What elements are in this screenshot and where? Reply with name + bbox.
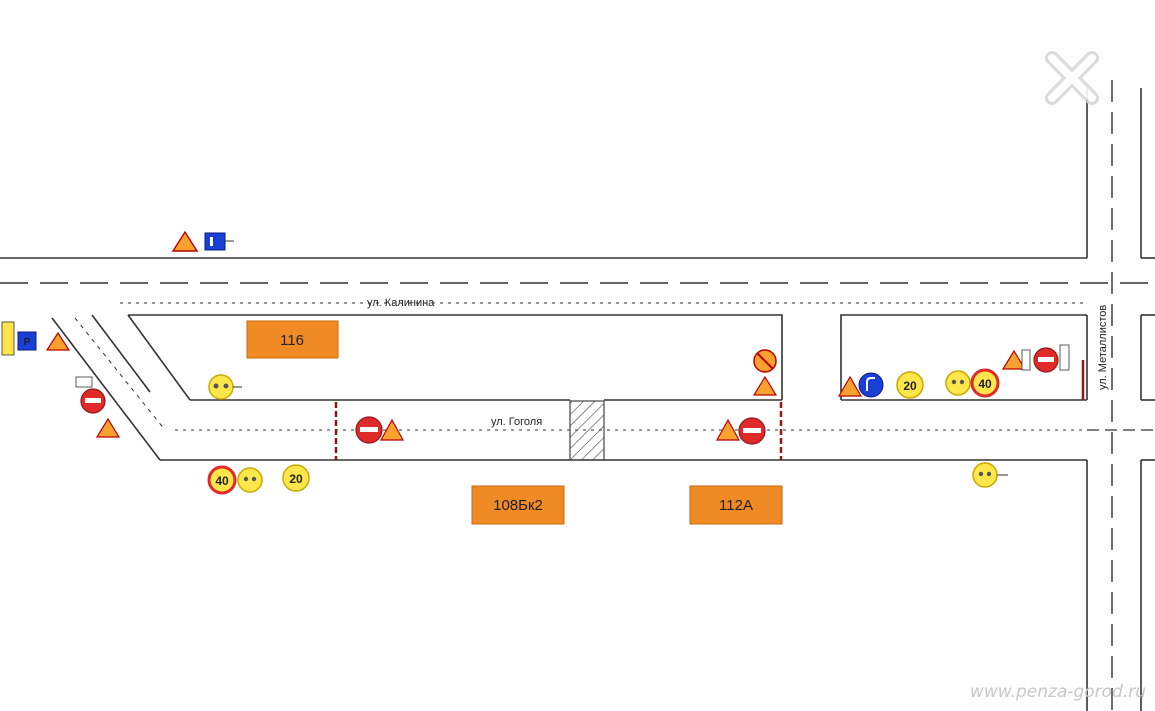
svg-text:40: 40 (215, 474, 229, 488)
block-east-north-edge (840, 314, 1087, 400)
sign-group-east-block: 20 40 (837, 344, 1070, 399)
yellow-plate-sign (1, 321, 15, 356)
end-zone-sign-116 (208, 374, 242, 400)
road-works-sign (1001, 349, 1027, 370)
close-icon[interactable] (1045, 51, 1099, 105)
road-works-sign (379, 418, 405, 441)
sign-group-south-west: 40 20 (207, 464, 310, 495)
sign-group-top-left (171, 230, 234, 252)
speed-limit-sign: 40 (207, 465, 237, 495)
building-label: 108Бк2 (493, 497, 543, 514)
diag-road-edge-right (91, 314, 151, 393)
building-116: 116 (246, 320, 339, 359)
building-108bk2: 108Бк2 (471, 485, 565, 525)
street-label-metallistov: ул. Металлистов (1097, 305, 1109, 390)
parking-sign (17, 331, 37, 351)
info-sign-glyph (210, 237, 213, 246)
no-stopping-slash (756, 352, 774, 370)
parking-sign-glyph: P (24, 337, 31, 348)
watermark: www.penza-gorod.ru (970, 682, 1146, 702)
road-works-sign (837, 375, 863, 397)
sign-group-gogolya-east (715, 349, 778, 445)
block-west-diagonal (127, 314, 191, 401)
closure-bars (334, 360, 1085, 460)
road-works-sign (752, 375, 778, 396)
building-label: 112А (719, 497, 753, 514)
speed-limit-sign: 40 (970, 368, 1000, 398)
svg-text:40: 40 (978, 377, 992, 391)
end-zone-sign (945, 370, 971, 396)
plate-sign (1059, 344, 1070, 371)
street-label-gogolya: ул. Гоголя (491, 416, 542, 428)
plate-sign (1021, 349, 1031, 371)
no-entry-bar (85, 398, 101, 403)
end-zone-sign (237, 467, 263, 493)
svg-text:20: 20 (903, 379, 917, 393)
plate-sign (75, 376, 93, 388)
street-label-kalinina: ул. Калинина (367, 297, 435, 309)
no-entry-bar (743, 428, 761, 433)
building-label: 116 (280, 332, 304, 349)
direction-arrow (866, 377, 875, 391)
crosswalk (569, 400, 605, 461)
road-works-sign (715, 418, 741, 441)
diag-road-dots (74, 317, 166, 431)
direction-sign (858, 372, 884, 398)
road-works-sign (45, 331, 71, 351)
svg-text:20: 20 (289, 472, 303, 486)
info-sign-blue (204, 232, 226, 251)
diag-road-edge-left (51, 317, 161, 461)
speed-limit-end-sign: 20 (282, 464, 310, 492)
road-works-sign (95, 417, 121, 438)
sign-group-gogolya-west (355, 416, 405, 444)
building-112a: 112А (689, 485, 783, 525)
speed-limit-end-sign: 20 (896, 371, 924, 399)
end-zone-sign-south-east (972, 462, 1008, 488)
road-works-sign (171, 230, 199, 252)
no-entry-bar (1038, 357, 1054, 362)
block-west-north-edge (128, 314, 783, 400)
sign-group-far-left: P (1, 321, 121, 438)
road-network (0, 80, 1155, 711)
no-entry-bar (360, 427, 378, 432)
